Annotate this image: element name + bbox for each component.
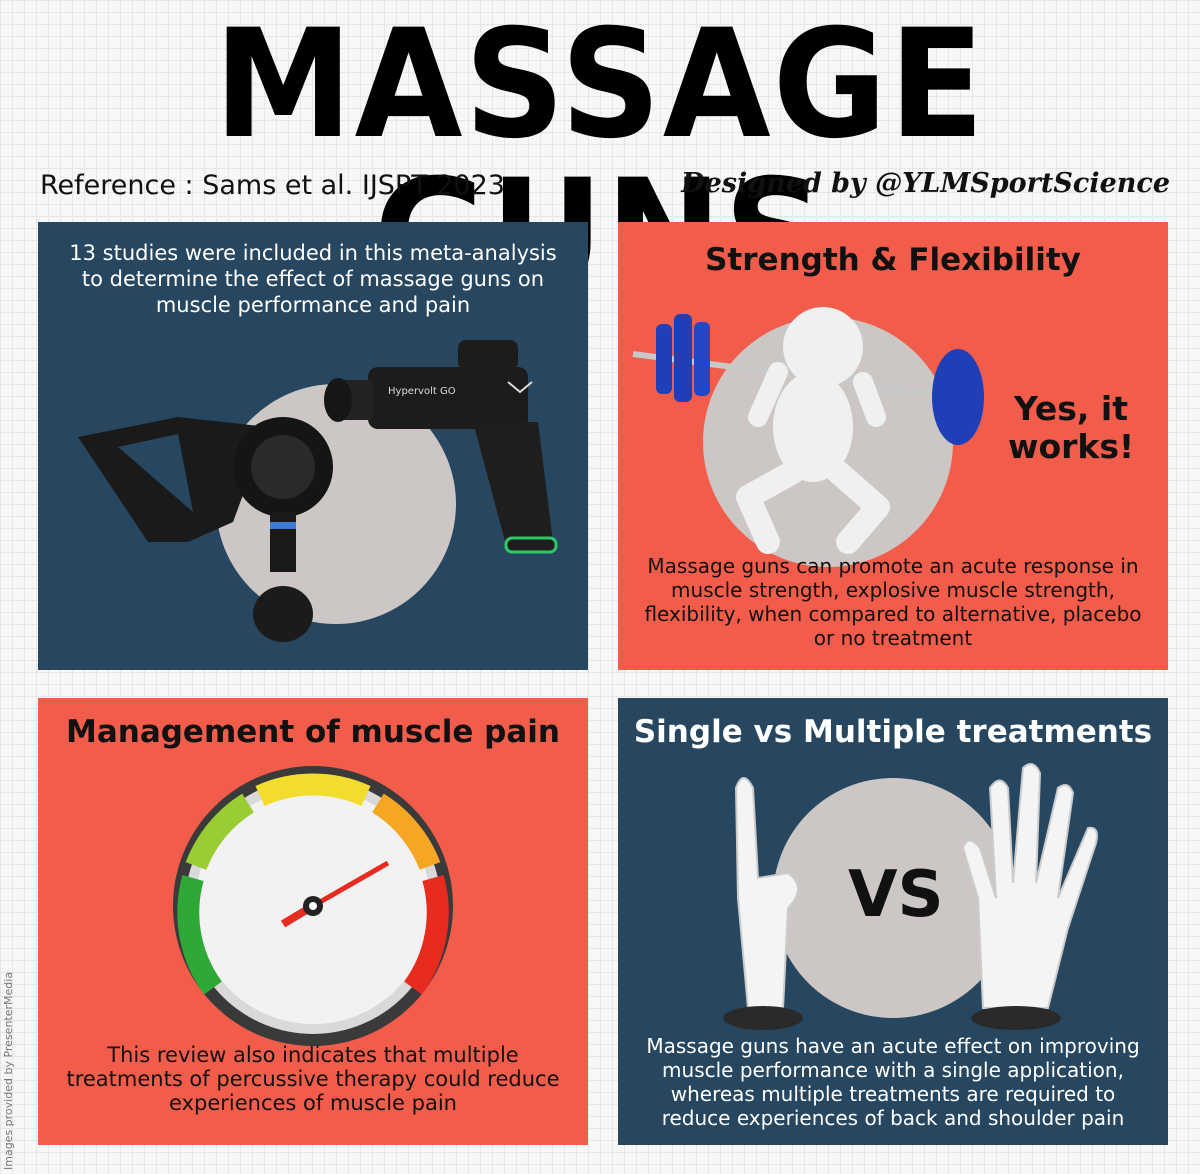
weightlifter-icon [632,307,984,554]
device-label: Hypervolt GO [388,386,456,397]
reference-text: Reference : Sams et al. IJSPT 2023 [40,170,505,201]
intro-panel: 13 studies were included in this meta-an… [38,222,588,670]
massage-gun-icon: Hypervolt GO [78,340,558,642]
strength-text: Massage guns can promote an acute respon… [644,554,1142,650]
strength-panel: Strength & Flexibility Yes, it works! Ma… [618,222,1168,670]
treatments-panel: Single vs Multiple treatments VS Massage… [618,698,1168,1145]
treatments-text: Massage guns have an acute effect on imp… [646,1034,1140,1130]
pain-panel: Management of muscle pain This review al… [38,698,588,1145]
pain-text: This review also indicates that multiple… [66,1043,560,1115]
strength-heading: Strength & Flexibility [705,242,1081,278]
hands-icon [723,763,1098,1030]
verdict-text: Yes, it works! [1007,389,1135,466]
intro-text: 13 studies were included in this meta-an… [69,241,557,317]
gauge-icon [173,766,453,1046]
treatments-heading: Single vs Multiple treatments [633,714,1153,750]
designer-credit: Designed by @YLMSportScience [681,168,1170,199]
pain-heading: Management of muscle pain [65,714,560,750]
backdrop-circle [773,778,1013,1018]
image-credit: Images provided by PresenterMedia [2,971,15,1170]
vs-label: VS [848,858,944,932]
